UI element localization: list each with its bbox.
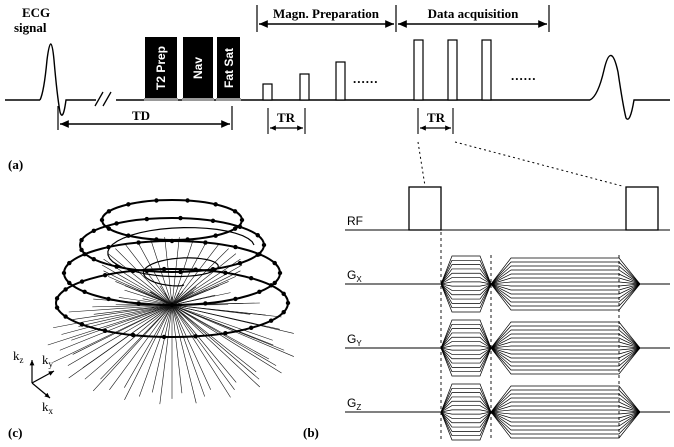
nav-label: Nav <box>191 57 205 79</box>
ecg-qrs-right <box>589 54 650 120</box>
ky-axis <box>31 370 55 384</box>
ecg-label-2: signal <box>14 20 47 35</box>
tr-label-left: TR <box>277 110 296 125</box>
time-break-mark <box>94 91 112 107</box>
kz-label: kz <box>13 348 24 365</box>
gradient-waveform-1 <box>345 255 670 313</box>
panel-c-label: (c) <box>8 425 22 440</box>
kx-axis <box>31 382 51 399</box>
rf-pulse-2 <box>625 186 659 231</box>
rf-label: RF <box>347 214 363 228</box>
ecg-label: ECG <box>22 5 50 20</box>
nav-block <box>183 37 213 100</box>
data-acq-label: Data acquisition <box>428 6 519 21</box>
t2-prep-label: T2 Prep <box>154 46 168 90</box>
panel-a-timing-diagram: ECG signal TD T2 Prep Nav Fat Sat ...... <box>5 5 670 172</box>
gx-label: GX <box>347 268 362 284</box>
gradient-waveforms <box>345 255 670 441</box>
gradient-waveform-2 <box>345 319 670 377</box>
ecg-qrs-left <box>39 43 76 116</box>
trajectory-spiral-connectors <box>107 226 255 287</box>
fat-sat-block <box>217 37 240 100</box>
td-label: TD <box>132 108 150 123</box>
acquisition-pulses <box>413 39 492 101</box>
trajectory-spokes <box>47 237 294 405</box>
kx-label: kx <box>42 399 54 416</box>
rf-pulse-1 <box>408 186 442 231</box>
prep-dots: ...... <box>353 71 379 86</box>
gradient-waveform-3 <box>345 383 670 441</box>
gz-label: GZ <box>347 396 361 412</box>
trajectory-rings <box>54 198 291 340</box>
zoom-line-left <box>417 141 426 187</box>
magn-prep-label: Magn. Preparation <box>273 6 380 21</box>
panel-a-label: (a) <box>8 157 23 172</box>
t2-prep-block <box>145 37 177 100</box>
panel-c-kspace-trajectory: kz ky kx (c) <box>8 198 294 440</box>
magn-prep-pulses <box>262 61 346 101</box>
timing-verticals <box>440 232 620 440</box>
zoom-line-right <box>454 141 623 187</box>
panel-b-label: (b) <box>303 425 319 440</box>
prep-blocks: T2 Prep Nav Fat Sat <box>144 37 241 101</box>
stack-of-spirals-trajectory <box>47 198 294 405</box>
tr-label-right: TR <box>427 110 446 125</box>
acq-dots: ...... <box>511 68 537 83</box>
fat-sat-label: Fat Sat <box>222 48 236 88</box>
gy-label: GY <box>347 332 362 348</box>
panel-b-pulse-sequence: RF GX GY GZ (b) <box>303 186 670 441</box>
ky-label: ky <box>42 352 54 369</box>
